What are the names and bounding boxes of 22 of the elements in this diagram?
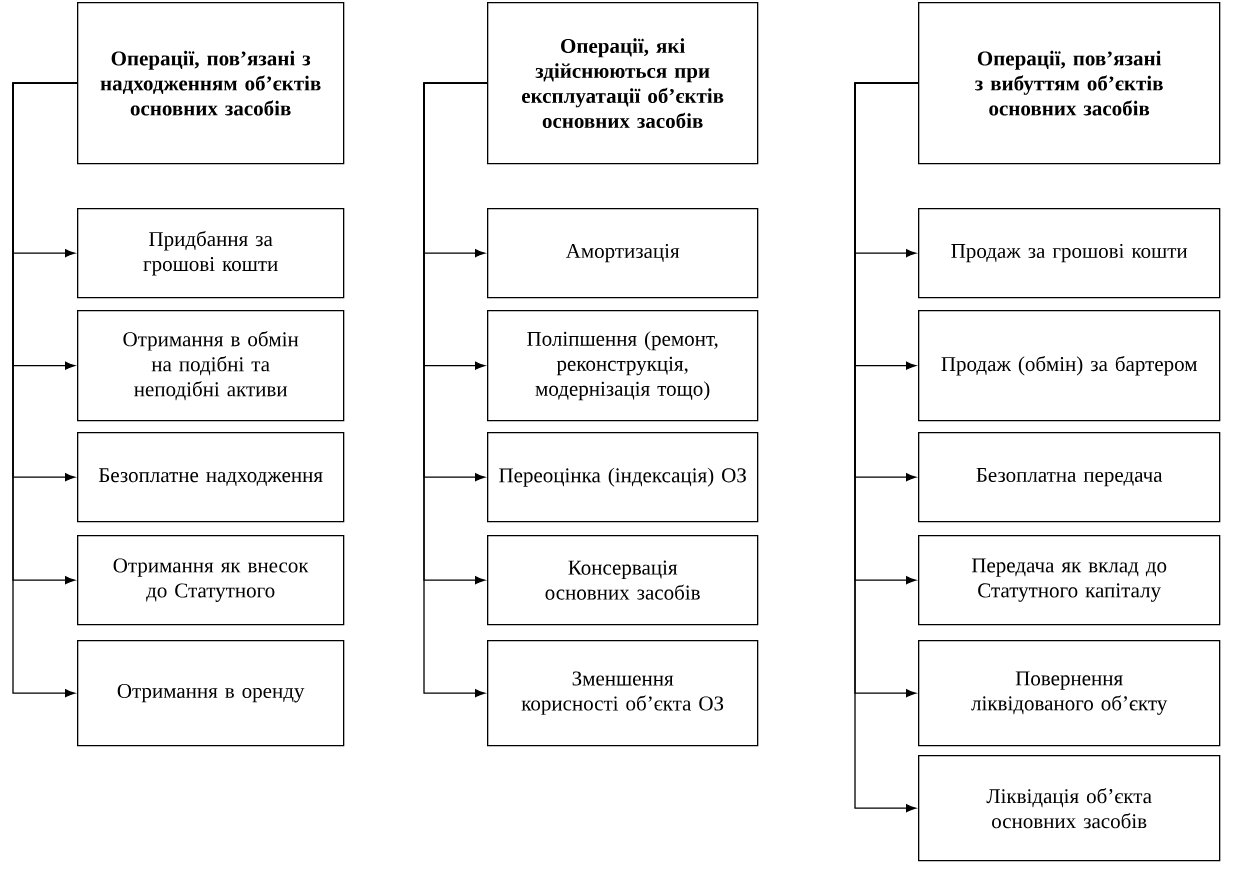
operation-box: Переоцінка (індексація) ОЗ — [487, 432, 759, 523]
operation-box: Отримання в оренду — [77, 640, 345, 747]
category-box: Операції, які здійснюються при експлуатації об’єктів основних засобів — [487, 2, 759, 165]
operation-box: Повернення ліквідованого об’єкту — [918, 640, 1221, 747]
operation-box: Отримання як внесок до Статутного — [77, 535, 345, 626]
category-box: Операції, пов’язані з надходженням об’єктів основних засобів — [77, 2, 345, 165]
operation-box: Поліпшення (ремонт, реконструкція, модернізація тощо) — [487, 310, 759, 422]
category-box: Операції, пов’язані з вибуттям об’єктів основних засобів — [918, 2, 1221, 165]
connector-arrow — [854, 82, 919, 813]
operation-box: Отримання в обмін на подібні та неподібні активи — [77, 310, 345, 422]
operation-box: Продаж за грошові кошти — [918, 208, 1221, 299]
connector-arrow — [12, 82, 78, 698]
operation-box: Безоплатна передача — [918, 432, 1221, 523]
operation-box: Безоплатне надходження — [77, 432, 345, 523]
operation-box: Продаж (обмін) за бартером — [918, 310, 1221, 422]
operation-box: Консервація основних засобів — [487, 535, 759, 626]
operation-box: Передача як вклад до Статутного капіталу — [918, 535, 1221, 626]
operation-box: Зменшення корисності об’єкта ОЗ — [487, 640, 759, 747]
operation-box: Придбання за грошові кошти — [77, 208, 345, 299]
operation-box: Амортизація — [487, 208, 759, 299]
connector-arrow — [423, 82, 488, 698]
operation-box: Ліквідація об’єкта основних засобів — [918, 755, 1221, 862]
